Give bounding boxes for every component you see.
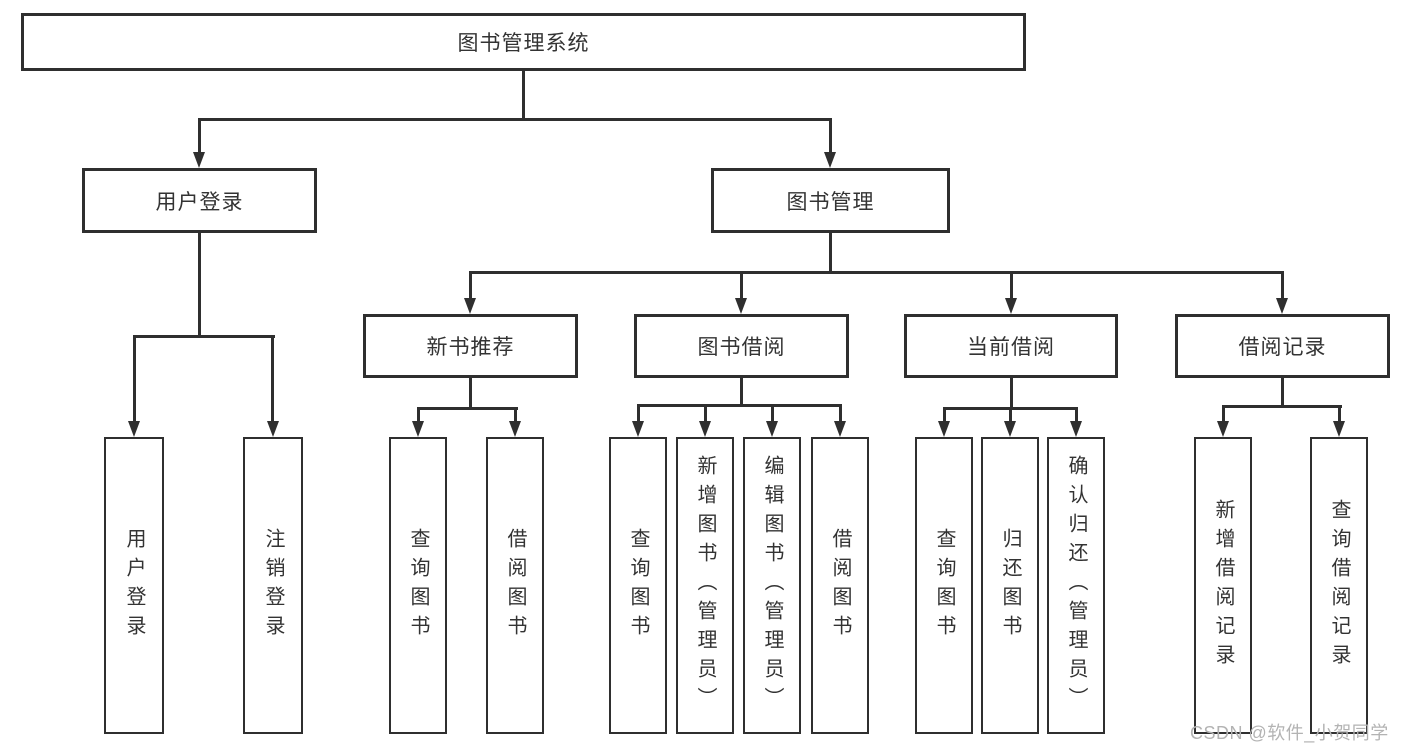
connector-line [133,335,136,421]
arrow-down-icon [267,421,279,437]
arrow-down-icon [1276,298,1288,314]
connector-line [740,271,743,298]
node-book-management: 图书管理 [711,168,950,233]
connector-line [740,378,743,407]
leaf-cb-return-books: 归还图书 [981,437,1039,734]
arrow-down-icon [632,421,644,437]
arrow-down-icon [128,421,140,437]
leaf-br-query-record-label: 查询借阅记录 [1328,498,1350,673]
arrow-down-icon [1004,421,1016,437]
csdn-watermark: CSDN @软件_小贺同学 [1190,723,1389,743]
arrow-down-icon [834,421,846,437]
connector-line [829,118,832,152]
leaf-cb-query-books: 查询图书 [915,437,973,734]
leaf-cb-query-books-label: 查询图书 [933,527,955,644]
connector-line [1281,271,1284,298]
leaf-bb-edit-books-admin-label: 编辑图书（管理员） [761,455,783,716]
connector-line [469,378,472,410]
connector-line [469,271,1284,274]
leaf-nbr-query-books: 查询图书 [389,437,447,734]
leaf-cb-return-books-label: 归还图书 [999,527,1021,644]
leaf-bb-borrow-books: 借阅图书 [811,437,869,734]
connector-line [943,407,946,421]
node-book-borrow: 图书借阅 [634,314,849,378]
connector-line [704,404,707,421]
node-new-book-recommend: 新书推荐 [363,314,578,378]
connector-line [637,404,640,421]
connector-line [271,335,274,421]
leaf-logout-label: 注销登录 [262,527,284,644]
connector-line [469,271,472,298]
node-borrow-records: 借阅记录 [1175,314,1390,378]
connector-line [522,71,525,120]
arrow-down-icon [766,421,778,437]
leaf-bb-edit-books-admin: 编辑图书（管理员） [743,437,801,734]
connector-line [1222,405,1225,421]
connector-line [839,404,842,421]
leaf-logout: 注销登录 [243,437,303,734]
node-root: 图书管理系统 [21,13,1026,71]
arrow-down-icon [735,298,747,314]
node-user-login: 用户登录 [82,168,317,233]
leaf-cb-confirm-return-admin-label: 确认归还（管理员） [1065,455,1087,716]
leaf-bb-add-books-admin: 新增图书（管理员） [676,437,734,734]
leaf-bb-query-books: 查询图书 [609,437,667,734]
arrow-down-icon [464,298,476,314]
connector-line [198,118,832,121]
leaf-user-login: 用户登录 [104,437,164,734]
connector-line [514,407,517,421]
connector-line [1009,407,1012,421]
leaf-nbr-query-books-label: 查询图书 [407,527,429,644]
leaf-br-add-record-label: 新增借阅记录 [1212,498,1234,673]
connector-line [133,335,275,338]
leaf-nbr-borrow-books-label: 借阅图书 [504,527,526,644]
arrow-down-icon [824,152,836,168]
arrow-down-icon [1333,421,1345,437]
leaf-cb-confirm-return-admin: 确认归还（管理员） [1047,437,1105,734]
connector-line [1281,378,1284,408]
connector-line [198,233,201,338]
leaf-br-query-record: 查询借阅记录 [1310,437,1368,734]
leaf-user-login-label: 用户登录 [123,527,145,644]
node-new-book-recommend-label: 新书推荐 [426,336,515,359]
node-current-borrow-label: 当前借阅 [967,336,1055,359]
arrow-down-icon [412,421,424,437]
node-user-login-label: 用户登录 [155,190,244,214]
leaf-bb-borrow-books-label: 借阅图书 [829,527,851,644]
node-root-label: 图书管理系统 [457,32,590,55]
arrow-down-icon [509,421,521,437]
connector-line [1010,271,1013,298]
connector-line [829,233,832,274]
node-current-borrow: 当前借阅 [904,314,1118,378]
connector-line [1010,378,1013,410]
connector-line [637,404,842,407]
node-book-management-label: 图书管理 [786,190,875,214]
node-borrow-records-label: 借阅记录 [1238,336,1327,359]
leaf-nbr-borrow-books: 借阅图书 [486,437,544,734]
connector-line [1075,407,1078,421]
connector-line [417,407,420,421]
connector-line [1222,405,1342,408]
connector-line [417,407,518,410]
arrow-down-icon [193,152,205,168]
leaf-bb-query-books-label: 查询图书 [627,527,649,644]
arrow-down-icon [1217,421,1229,437]
connector-line [198,118,201,152]
arrow-down-icon [1070,421,1082,437]
node-book-borrow-label: 图书借阅 [697,336,786,359]
arrow-down-icon [1005,298,1017,314]
connector-line [771,404,774,421]
leaf-bb-add-books-admin-label: 新增图书（管理员） [694,455,716,716]
connector-line [1338,405,1341,421]
leaf-br-add-record: 新增借阅记录 [1194,437,1252,734]
arrow-down-icon [699,421,711,437]
arrow-down-icon [938,421,950,437]
